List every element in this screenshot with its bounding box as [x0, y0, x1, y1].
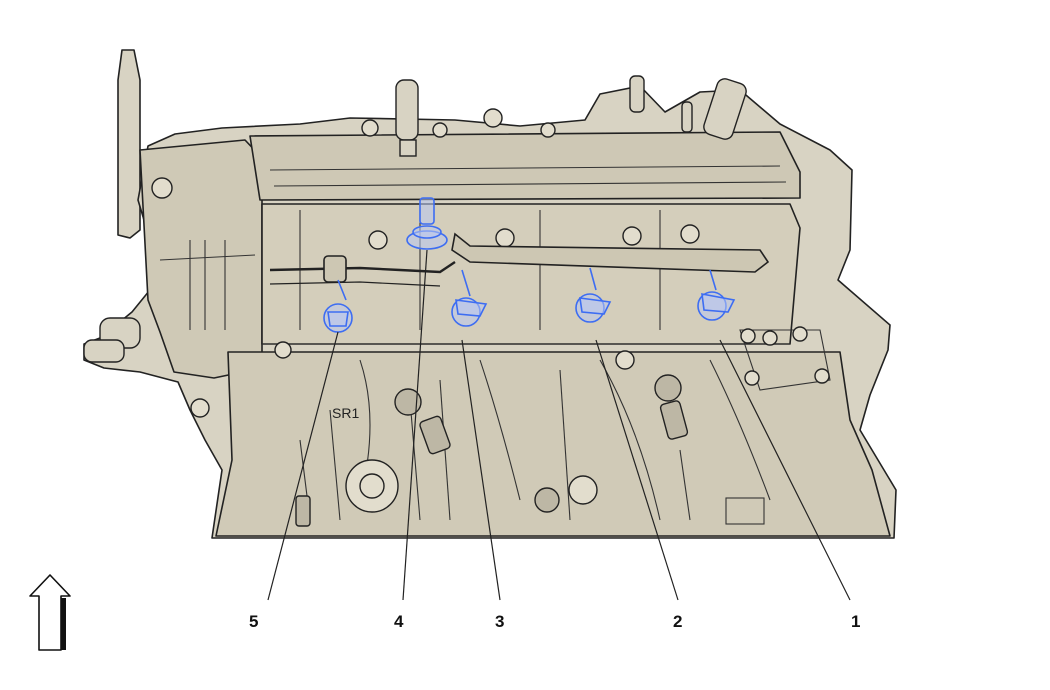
block-stamp: SR1	[332, 405, 359, 421]
leader-2	[595, 339, 679, 601]
leader-3	[461, 339, 501, 601]
top-fittings	[83, 75, 747, 363]
callout-labels: 5 4 3 2 1	[249, 612, 860, 631]
block-details	[159, 165, 831, 525]
leader-5	[267, 331, 339, 601]
callout-label-1: 1	[851, 612, 860, 631]
fuel-rail	[269, 232, 770, 287]
engine-block	[83, 49, 897, 539]
injector-1	[697, 269, 736, 321]
bolts	[151, 108, 830, 513]
thermostat-housing	[139, 139, 263, 379]
injector-3	[451, 269, 488, 327]
callout-label-2: 2	[673, 612, 682, 631]
leader-lines	[267, 249, 851, 601]
sensors	[295, 374, 689, 527]
mounting-bracket	[117, 49, 141, 239]
leader-1	[719, 339, 851, 601]
callout-label-4: 4	[394, 612, 404, 631]
callout-label-5: 5	[249, 612, 258, 631]
up-arrow-icon	[29, 574, 71, 651]
highlighted-components	[323, 197, 736, 333]
leader-4	[402, 249, 428, 601]
injector-5	[323, 279, 353, 333]
pressure-sensor-4	[406, 197, 448, 250]
callout-label-3: 3	[495, 612, 504, 631]
injector-2	[575, 267, 612, 323]
head-deck	[261, 203, 801, 345]
